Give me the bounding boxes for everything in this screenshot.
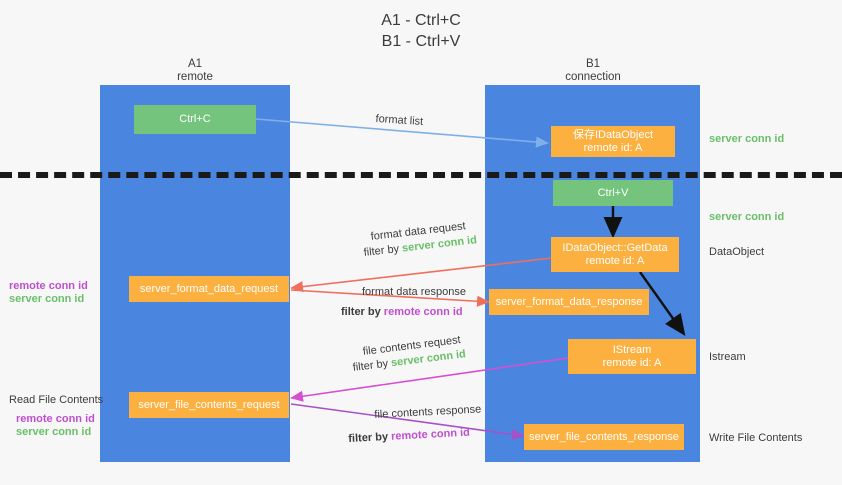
edge-label-file-contents-response: file contents response: [374, 403, 482, 421]
title-line-2: B1 - Ctrl+V: [381, 33, 461, 50]
box-istream-label: IStream: [612, 343, 652, 356]
remote-conn-id-text-1: remote conn id: [383, 306, 463, 318]
box-server-file-contents-response[interactable]: server_file_contents_response: [524, 424, 684, 450]
box-idataobject-label: 保存IDataObject: [572, 128, 654, 141]
edge-label-file-contents-response-filter: filter by remote conn id: [348, 426, 470, 446]
box-ctrl-v[interactable]: Ctrl+V: [553, 180, 673, 206]
box-server-format-data-response[interactable]: server_format_data_response: [489, 289, 649, 315]
left-label-server-conn-id-1: server conn id: [9, 293, 85, 305]
left-label-read-file-contents: Read File Contents: [9, 394, 104, 406]
box-server-file-contents-response-label: server_file_contents_response: [529, 430, 679, 443]
lane-b1-name: B1: [585, 58, 601, 70]
box-server-file-contents-request[interactable]: server_file_contents_request: [129, 392, 289, 418]
lane-b1-subtitle: connection: [565, 71, 621, 83]
edge-label-format-data-response-filter: filter by remote conn id: [341, 305, 463, 319]
filter-by-text-4: filter by: [348, 430, 389, 445]
box-getdata-label: IDataObject::GetData: [562, 241, 668, 254]
diagram-title: A1 - Ctrl+C B1 - Ctrl+V: [0, 10, 842, 52]
box-getdata-remote-id: remote id: A: [585, 254, 645, 267]
edge-label-format-data-response: format data response: [362, 286, 466, 298]
box-istream[interactable]: IStream remote id: A: [568, 339, 696, 374]
right-label-write-file-contents: Write File Contents: [709, 432, 803, 444]
box-getdata[interactable]: IDataObject::GetData remote id: A: [551, 237, 679, 272]
right-label-dataobject: DataObject: [709, 246, 765, 258]
left-label-remote-conn-id-2: remote conn id: [16, 413, 95, 425]
box-istream-remote-id: remote id: A: [602, 356, 662, 369]
dashed-divider: [0, 172, 842, 178]
left-label-server-conn-id-2: server conn id: [16, 426, 92, 438]
box-ctrl-v-label: Ctrl+V: [597, 186, 629, 199]
right-label-server-conn-id-mid: server conn id: [709, 211, 785, 223]
lane-header-a1: A1 remote: [130, 58, 260, 84]
box-ctrl-c-label: Ctrl+C: [179, 113, 211, 125]
lane-a1-subtitle: remote: [177, 71, 213, 83]
box-ctrl-c[interactable]: Ctrl+C: [134, 105, 256, 134]
edge-label-format-list: format list: [375, 112, 424, 128]
remote-conn-id-text-2: remote conn id: [390, 426, 471, 443]
right-label-istream: Istream: [709, 351, 746, 363]
left-label-remote-conn-id-1: remote conn id: [9, 280, 88, 292]
box-server-format-data-response-label: server_format_data_response: [495, 295, 643, 308]
right-label-server-conn-id-top: server conn id: [709, 133, 785, 145]
box-server-format-data-request[interactable]: server_format_data_request: [129, 276, 289, 302]
filter-by-text-3: filter by: [352, 357, 389, 374]
box-server-file-contents-request-label: server_file_contents_request: [138, 398, 280, 411]
box-server-format-data-request-label: server_format_data_request: [139, 282, 279, 295]
lane-header-b1: B1 connection: [528, 58, 658, 84]
box-idataobject-remote-id: remote id: A: [583, 141, 643, 154]
lane-a1-name: A1: [187, 58, 203, 70]
title-line-1: A1 - Ctrl+C: [381, 12, 461, 29]
filter-by-text-1: filter by: [363, 242, 400, 259]
box-idataobject[interactable]: 保存IDataObject remote id: A: [551, 126, 675, 157]
filter-by-text-2: filter by: [341, 306, 381, 318]
